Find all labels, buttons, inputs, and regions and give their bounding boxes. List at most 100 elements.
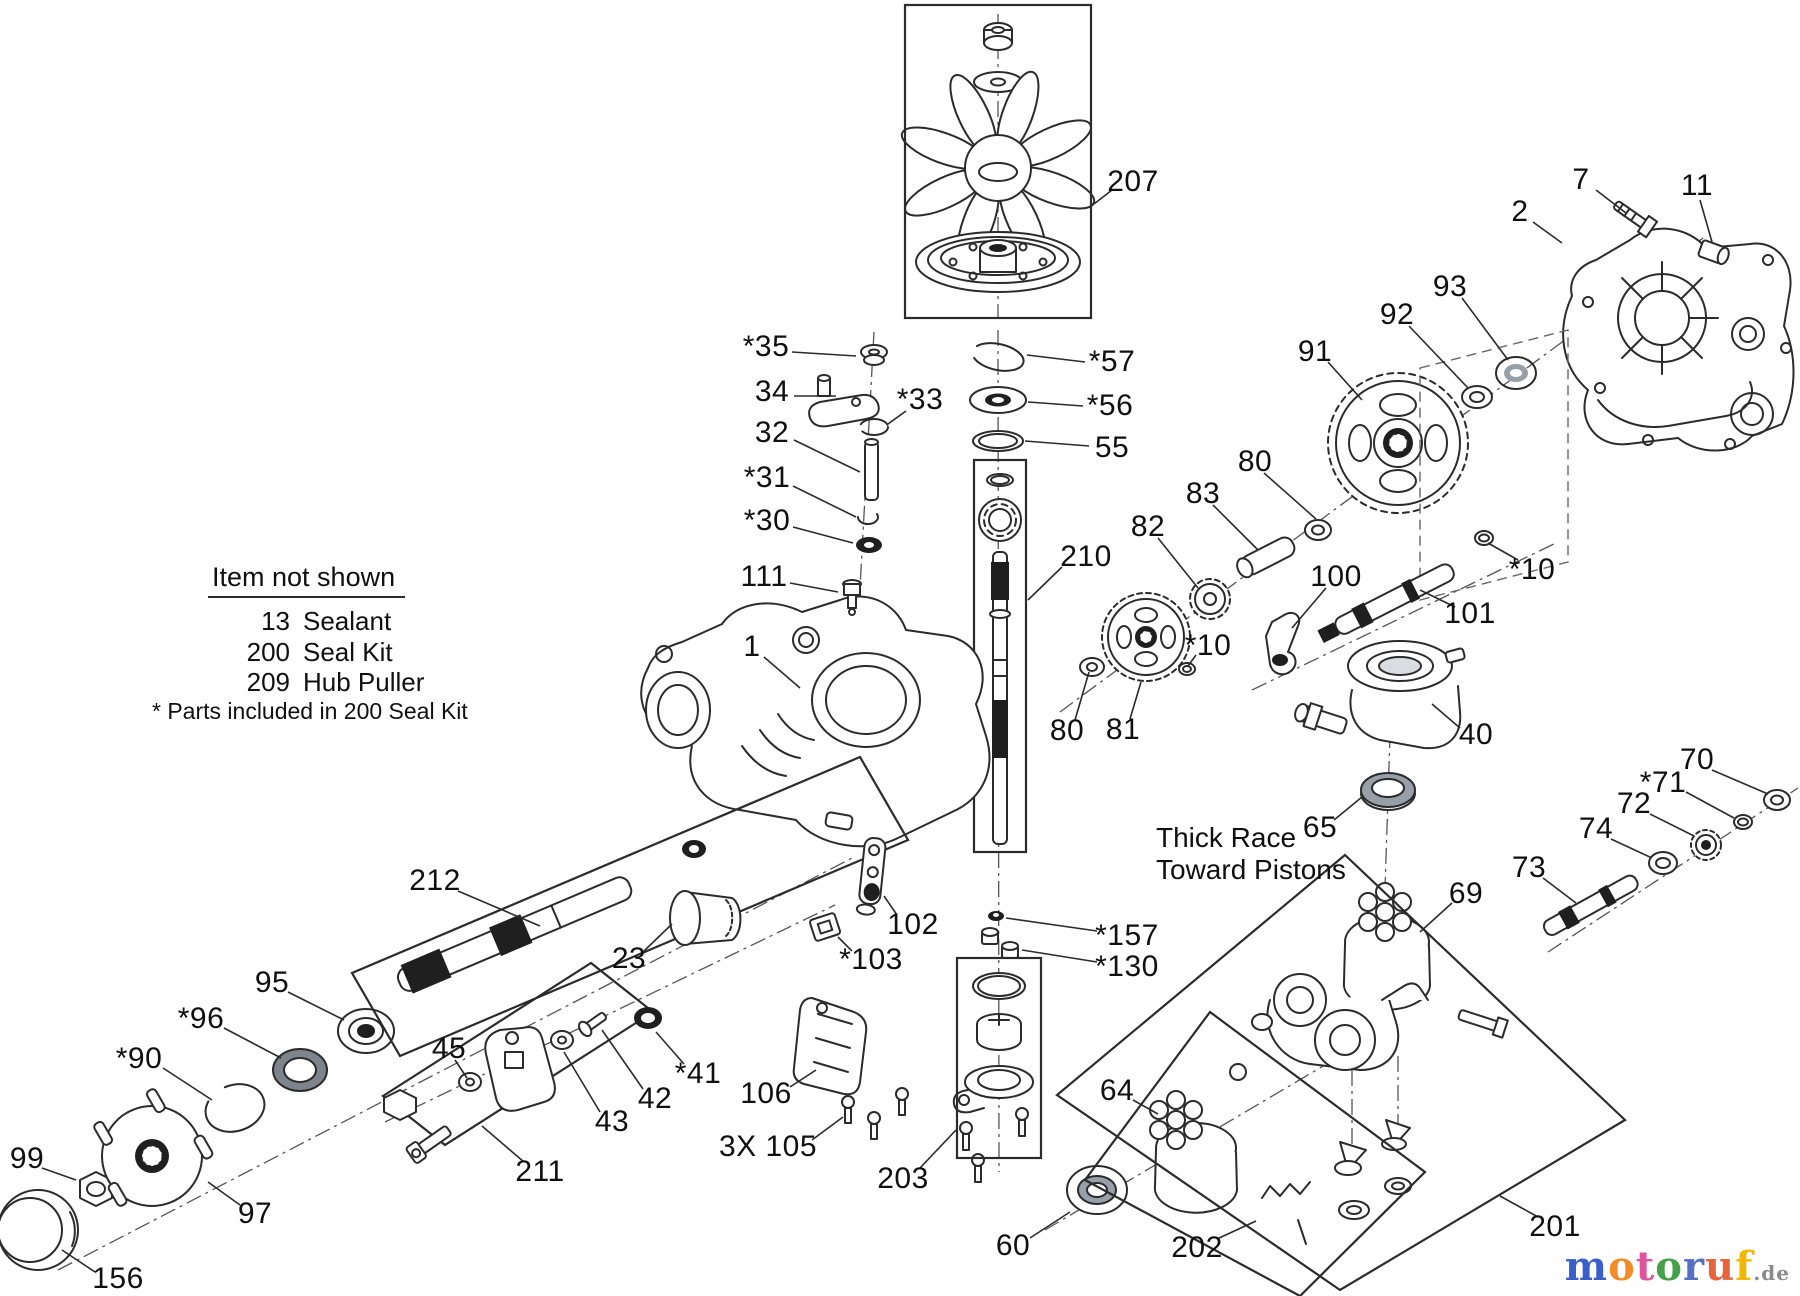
- part-label-90: *90: [115, 1042, 163, 1075]
- part-label-156: 156: [92, 1262, 144, 1295]
- part-label-73: 73: [1511, 851, 1547, 884]
- spacer-83: [1236, 536, 1296, 579]
- note-item: 13 Sealant: [261, 606, 392, 636]
- leader-60: [1029, 1211, 1071, 1239]
- logo-letter: u: [1705, 1243, 1736, 1290]
- part-label-96: *96: [177, 1002, 225, 1035]
- washer-80-left: [1079, 657, 1105, 677]
- vent-fitting-111: [842, 579, 862, 616]
- cone-fittings: [1334, 1119, 1412, 1220]
- leader-74: [1610, 838, 1653, 859]
- washer-43: [550, 1030, 574, 1050]
- leader-130: [1021, 949, 1098, 963]
- clip-31: [856, 513, 879, 526]
- o-ring-10-left: [1178, 662, 1196, 676]
- bypass-lever-parts: [808, 344, 889, 553]
- cylinder-block-64: [1149, 1090, 1238, 1214]
- leader-97: [207, 1181, 241, 1206]
- washer-80-right: [1304, 519, 1332, 541]
- part-label-56: *56: [1086, 389, 1134, 422]
- brake-lever-102: [855, 837, 887, 916]
- note-item: 209 Hub Puller: [246, 667, 425, 698]
- axle-nut-99: [79, 1171, 113, 1207]
- motor-shaft-73: [1542, 874, 1639, 936]
- leader-35: [791, 351, 857, 357]
- kit-pin: [1297, 1219, 1307, 1245]
- part-label-45: 45: [431, 1032, 467, 1065]
- thick-race-annotation: Thick Race Toward Pistons: [1156, 822, 1346, 886]
- brake-shaft-101: [1317, 563, 1455, 644]
- pump-bolt: [1457, 1009, 1509, 1039]
- fan-washer: [973, 71, 1023, 93]
- leader-203: [919, 1129, 957, 1169]
- wheel-hub-97: [93, 1088, 214, 1207]
- part-label-102: 102: [887, 908, 939, 941]
- socket-screw: [405, 1125, 452, 1164]
- leader-45: [454, 1059, 468, 1079]
- part-label-33: *33: [896, 383, 944, 416]
- part-label-55: 55: [1094, 431, 1130, 464]
- leader-106: [789, 1069, 817, 1088]
- leader-156: [61, 1249, 96, 1273]
- leader-70: [1711, 769, 1769, 795]
- leader-lines: [41, 189, 1769, 1273]
- bolt-7: [1613, 200, 1659, 239]
- gear-81: [1101, 592, 1191, 682]
- leader-1: [763, 656, 801, 689]
- part-label-80: 80: [1237, 445, 1273, 478]
- part-label-43: 43: [594, 1105, 630, 1138]
- leader-93: [1461, 297, 1509, 361]
- part-label-57: *57: [1088, 345, 1136, 378]
- leader-41: [655, 1031, 685, 1065]
- leader-10: [1187, 654, 1197, 667]
- leader-64: [1132, 1099, 1159, 1115]
- leader-102: [883, 895, 898, 916]
- pin-32: [864, 438, 879, 501]
- center-section-40: [1294, 640, 1466, 750]
- leader-33: [887, 410, 907, 425]
- leader-32: [793, 439, 861, 473]
- plugs-130: [981, 927, 1019, 959]
- leader-11: [1699, 199, 1713, 243]
- part-label-211: 211: [515, 1155, 565, 1188]
- pump-kit-201: [1055, 853, 1627, 1292]
- leader-202: [1216, 1220, 1257, 1240]
- charge-pump-kit-203: [952, 956, 1043, 1183]
- input-shaft: [989, 551, 1011, 845]
- note-item: 200 Seal Kit: [246, 636, 393, 667]
- bushing: [682, 840, 706, 858]
- part-label-34: 34: [754, 375, 790, 408]
- motoruf-logo-suffix: .de: [1753, 1261, 1790, 1285]
- part-label-31: *31: [743, 461, 791, 494]
- logo-letter: t: [1635, 1243, 1656, 1290]
- part-label-82: 82: [1130, 510, 1166, 543]
- leader-65: [1333, 796, 1363, 821]
- washer-70: [1763, 789, 1791, 811]
- pump-body: [1251, 973, 1429, 1071]
- part-label-83: 83: [1185, 477, 1221, 510]
- leader-83: [1212, 504, 1259, 551]
- box-207: [903, 3, 1093, 320]
- leader-31: [792, 485, 857, 518]
- o-ring-10-right: [1474, 530, 1494, 546]
- leader-10: [1487, 542, 1519, 561]
- thrust-race-65: [1360, 772, 1416, 811]
- cooling-fan: [900, 70, 1096, 266]
- part-label-212: 212: [409, 864, 461, 897]
- leader-42: [601, 1029, 644, 1090]
- part-label-103: *103: [839, 943, 903, 976]
- leader-40: [1431, 703, 1461, 729]
- ring-71: [1733, 814, 1753, 830]
- kit-ball: [1229, 1063, 1247, 1081]
- motoruf-logo: motoruf.de: [1565, 1243, 1790, 1290]
- part-label-11: 11: [1680, 169, 1714, 202]
- bearing: [978, 498, 1022, 542]
- leader-101: [1419, 589, 1456, 608]
- seal-kit-footnote: * Parts included in 200 Seal Kit: [152, 698, 468, 724]
- leader-90: [162, 1067, 213, 1101]
- pump-rotor: [976, 1013, 1022, 1051]
- axle-shaft-212: [350, 755, 910, 1058]
- leader-80: [1074, 671, 1090, 721]
- snap-ring-90: [204, 1083, 266, 1133]
- part-label-2: 2: [1511, 195, 1529, 228]
